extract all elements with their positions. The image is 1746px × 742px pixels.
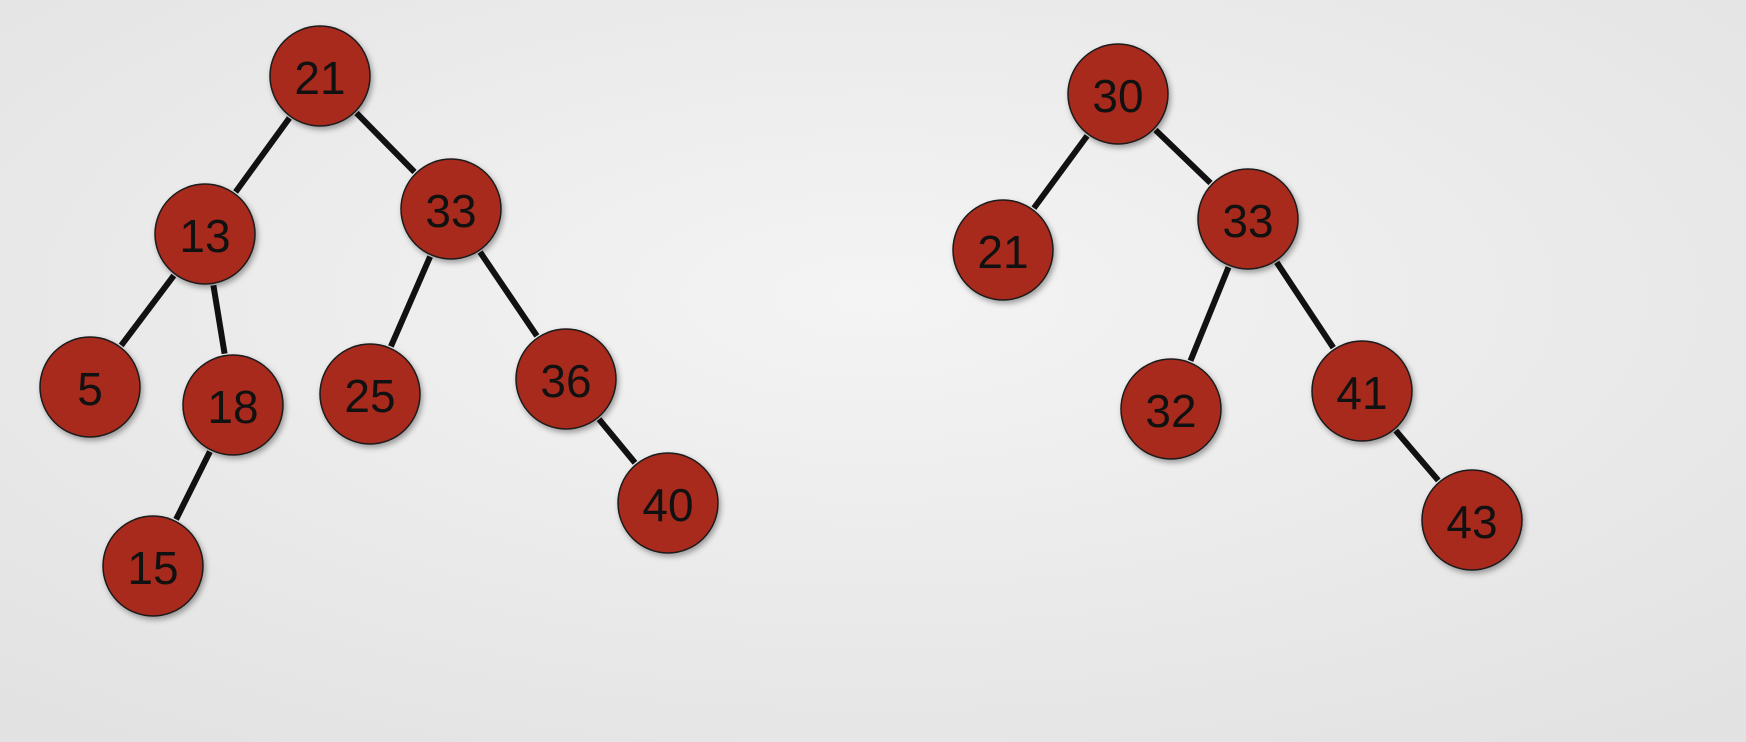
left-tree-edge-18-15: [173, 450, 213, 521]
right-tree-edge-33-41: [1274, 260, 1336, 350]
node-label: 33: [1222, 195, 1273, 247]
left-tree-edge-36-40: [596, 417, 638, 465]
left-tree-node-21: 21: [269, 25, 371, 127]
left-tree-edge-21-33: [354, 110, 417, 175]
node-label: 5: [77, 363, 103, 415]
node-circle: [1067, 43, 1169, 145]
right-tree-node-41: 41: [1311, 340, 1413, 442]
right-tree-node-30: 30: [1067, 43, 1169, 145]
node-circle: [154, 183, 256, 285]
node-label: 40: [642, 479, 693, 531]
node-label: 15: [127, 542, 178, 594]
node-circle: [182, 354, 284, 456]
node-circle: [39, 336, 141, 438]
node-label: 21: [977, 226, 1028, 278]
right-tree-edge-30-33: [1153, 127, 1213, 186]
left-tree-node-25: 25: [319, 343, 421, 445]
node-circle: [952, 199, 1054, 301]
node-label: 41: [1336, 367, 1387, 419]
left-tree-node-15: 15: [102, 515, 204, 617]
node-label: 30: [1092, 70, 1143, 122]
left-tree-edge-33-36: [477, 250, 540, 338]
node-circle: [1197, 168, 1299, 270]
node-circle: [515, 328, 617, 430]
left-tree-edge-33-25: [388, 255, 433, 348]
left-tree-node-40: 40: [617, 452, 719, 554]
node-circle: [1311, 340, 1413, 442]
right-tree-node-33: 33: [1197, 168, 1299, 270]
node-label: 21: [294, 52, 345, 104]
left-tree-node-5: 5: [39, 336, 141, 438]
edges-layer: [118, 110, 1441, 521]
right-tree-edge-30-21: [1031, 134, 1090, 210]
left-tree-edge-13-5: [118, 273, 177, 348]
node-label: 18: [207, 381, 258, 433]
node-label: 13: [179, 210, 230, 262]
left-tree-edge-21-13: [233, 116, 292, 194]
left-tree-node-36: 36: [515, 328, 617, 430]
node-circle: [400, 158, 502, 260]
nodes-layer: 21 13 33 5 18 15 25 36 40 30 21 33 32 41 43: [39, 25, 1523, 617]
right-tree-edge-41-43: [1393, 428, 1441, 483]
node-circle: [1120, 358, 1222, 460]
node-label: 32: [1145, 385, 1196, 437]
node-circle: [1421, 469, 1523, 571]
right-tree-node-21: 21: [952, 199, 1054, 301]
right-tree-node-43: 43: [1421, 469, 1523, 571]
node-label: 25: [344, 370, 395, 422]
node-label: 36: [540, 355, 591, 407]
node-label: 43: [1446, 496, 1497, 548]
node-circle: [617, 452, 719, 554]
node-circle: [319, 343, 421, 445]
left-tree-node-33: 33: [400, 158, 502, 260]
node-label: 33: [425, 185, 476, 237]
right-tree-edge-33-32: [1187, 266, 1232, 362]
right-tree-node-32: 32: [1120, 358, 1222, 460]
node-circle: [269, 25, 371, 127]
node-circle: [102, 515, 204, 617]
left-tree-edge-13-18: [210, 284, 228, 355]
left-tree-node-13: 13: [154, 183, 256, 285]
left-tree-node-18: 18: [182, 354, 284, 456]
